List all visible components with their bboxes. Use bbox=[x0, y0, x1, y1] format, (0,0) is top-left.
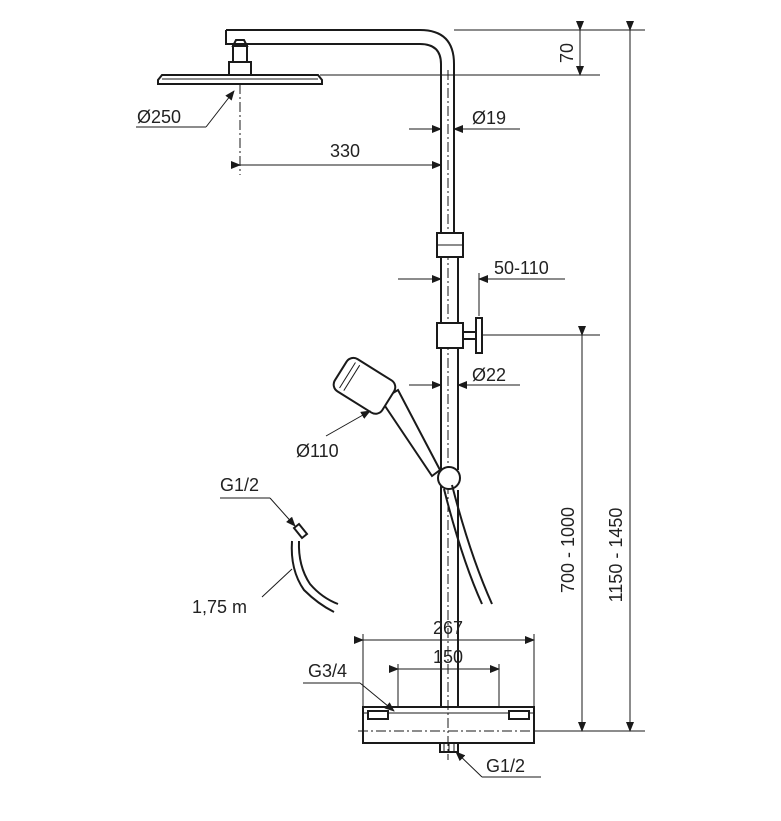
label-holder-height: 700 - 1000 bbox=[558, 507, 578, 593]
thermostatic-mixer bbox=[358, 690, 640, 760]
label-lower-pipe: Ø22 bbox=[472, 365, 506, 385]
shower-hose bbox=[290, 522, 339, 613]
dimension-arm-depth: 330 bbox=[231, 141, 442, 169]
dimension-hand-shower: Ø110 bbox=[296, 410, 371, 461]
label-inlet-spacing: 150 bbox=[433, 647, 463, 667]
dimension-total-height: 1150 - 1450 bbox=[600, 21, 645, 732]
shower-column bbox=[225, 29, 483, 700]
label-holder-range: 50-110 bbox=[494, 258, 549, 278]
label-inlet-thread: G3/4 bbox=[308, 661, 347, 681]
dimension-inlet-spacing: 150 bbox=[389, 647, 500, 708]
label-outlet-thread: G1/2 bbox=[486, 756, 525, 776]
label-mixer-width: 267 bbox=[433, 618, 463, 638]
dimension-mixer-width: 267 bbox=[354, 618, 535, 707]
label-hose-thread: G1/2 bbox=[220, 475, 259, 495]
shower-head bbox=[157, 39, 323, 85]
hand-shower-slider bbox=[437, 466, 461, 490]
label-hose-length: 1,75 m bbox=[192, 597, 247, 617]
dimension-head-diameter: Ø250 bbox=[136, 90, 235, 128]
dimension-hose-length: 1,75 m bbox=[192, 568, 293, 617]
label-arm-depth: 330 bbox=[330, 141, 360, 161]
label-upper-pipe: Ø19 bbox=[472, 108, 506, 128]
dimension-outlet-thread: G1/2 bbox=[455, 751, 541, 778]
dimension-holder-height: 700 - 1000 bbox=[482, 326, 600, 732]
dimension-hose-thread: G1/2 bbox=[220, 475, 296, 527]
label-head-diameter: Ø250 bbox=[137, 107, 181, 127]
dimension-inlet-thread: G3/4 bbox=[303, 661, 395, 712]
wall-holder-plate bbox=[475, 317, 483, 354]
hand-shower bbox=[332, 356, 493, 605]
dimension-arm-height: 70 bbox=[320, 21, 600, 76]
label-arm-height: 70 bbox=[557, 43, 577, 63]
dimension-holder-range: 50-110 bbox=[398, 258, 565, 316]
label-hand-shower: Ø110 bbox=[296, 441, 339, 461]
label-total-height: 1150 - 1450 bbox=[606, 508, 626, 603]
dimension-lower-pipe: Ø22 bbox=[409, 365, 520, 389]
wall-holder-clamp bbox=[436, 322, 464, 349]
dimension-upper-pipe: Ø19 bbox=[409, 108, 520, 133]
